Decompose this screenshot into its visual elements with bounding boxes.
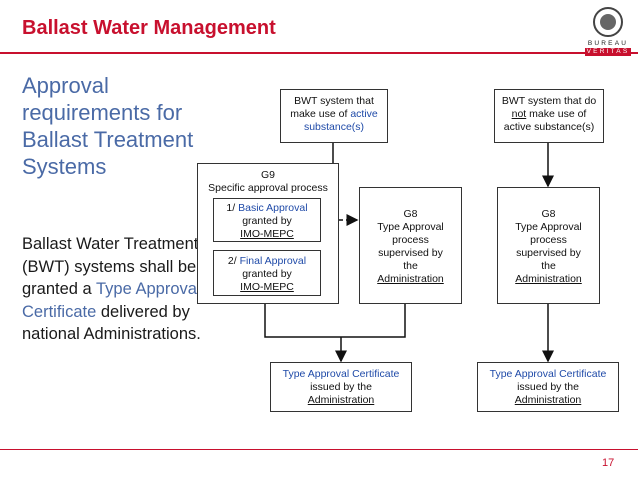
g8mid-line-4: supervised by xyxy=(378,247,443,259)
logo-word-veritas: VERITAS xyxy=(585,48,631,56)
basic-line-1: 1/ Basic Approval xyxy=(226,202,308,214)
seal-icon xyxy=(593,7,623,37)
final-line-2: granted by xyxy=(242,268,292,280)
g8mid-line-1: G8 xyxy=(403,208,418,220)
box-g8-right: G8 Type Approval process supervised by t… xyxy=(497,187,600,304)
active-line-1: BWT system that xyxy=(294,95,374,107)
g8right-line-6: Administration xyxy=(515,273,582,285)
certright-line-1: Type Approval Certificate xyxy=(489,368,607,380)
g8mid-line-6: Administration xyxy=(377,273,444,285)
section-heading: Approval requirements for Ballast Treatm… xyxy=(22,73,194,179)
basic-line-2: granted by xyxy=(242,215,292,227)
final-line-1: 2/ Final Approval xyxy=(227,255,307,267)
slide-title: Ballast Water Management xyxy=(22,17,276,39)
g9-subtitle: Specific approval process xyxy=(208,182,328,194)
certleft-line-2: issued by the xyxy=(310,381,372,393)
bureau-veritas-logo: BUREAU VERITAS xyxy=(585,7,631,56)
g8right-line-1: G8 xyxy=(541,208,556,220)
box-g8-middle: G8 Type Approval process supervised by t… xyxy=(359,187,462,304)
box-certificate-left: Type Approval Certificate issued by the … xyxy=(270,362,412,412)
certleft-line-1: Type Approval Certificate xyxy=(282,368,400,380)
notactive-line-3: active substance(s) xyxy=(503,121,595,133)
g8right-line-4: supervised by xyxy=(516,247,581,259)
certleft-line-3: Administration xyxy=(307,394,375,406)
box-basic-approval: 1/ Basic Approval granted by IMO-MEPC xyxy=(213,198,321,242)
g8mid-line-3: process xyxy=(392,234,429,246)
page-number: 17 xyxy=(602,457,615,469)
final-line-3: IMO-MEPC xyxy=(240,281,294,293)
footer-divider xyxy=(0,449,638,450)
g9-title: G9 xyxy=(260,169,275,181)
active-line-3: substance(s) xyxy=(303,121,365,133)
box-active-substance: BWT system that make use of active subst… xyxy=(280,89,388,143)
title-divider xyxy=(0,52,638,54)
g8right-line-3: process xyxy=(530,234,567,246)
notactive-line-1: BWT system that do xyxy=(501,95,597,107)
box-certificate-right: Type Approval Certificate issued by the … xyxy=(477,362,619,412)
body-highlight: Type Approval Certificate xyxy=(22,280,201,321)
g8mid-line-2: Type Approval xyxy=(377,221,444,233)
logo-word-bureau: BUREAU xyxy=(587,40,629,47)
body-text-1: Ballast Water Treatment (BWT) systems sh… xyxy=(22,235,199,298)
connector-g9-g8-to-cert xyxy=(264,303,406,338)
certright-line-2: issued by the xyxy=(517,381,579,393)
box-final-approval: 2/ Final Approval granted by IMO-MEPC xyxy=(213,250,321,296)
active-line-2: make use of active xyxy=(290,108,378,120)
g8mid-line-5: the xyxy=(403,260,418,272)
basic-line-3: IMO-MEPC xyxy=(240,228,294,240)
box-no-active-substance: BWT system that do not make use of activ… xyxy=(494,89,604,143)
certright-line-3: Administration xyxy=(514,394,582,406)
g8right-line-5: the xyxy=(541,260,556,272)
body-text-2: delivered by national Administrations. xyxy=(22,302,201,344)
g8right-line-2: Type Approval xyxy=(515,221,582,233)
body-paragraph: Ballast Water Treatment (BWT) systems sh… xyxy=(22,233,212,346)
notactive-line-2: not make use of xyxy=(511,108,587,120)
